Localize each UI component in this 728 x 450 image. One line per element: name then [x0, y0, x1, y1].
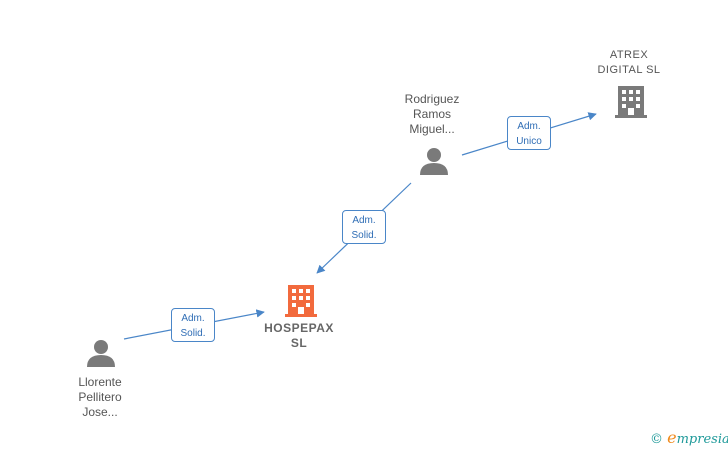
- building-icon[interactable]: [285, 285, 317, 317]
- node-label-line: Pellitero: [78, 390, 122, 404]
- person-icon[interactable]: [420, 148, 448, 175]
- node-label-line: HOSPEPAX: [264, 321, 334, 335]
- edge-label-adm-unico: Adm. Unico: [507, 116, 551, 150]
- edge-label-adm-solid: Adm. Solid.: [171, 308, 215, 342]
- edge-label-adm-solid: Adm. Solid.: [342, 210, 386, 244]
- brand-initial: e: [667, 428, 677, 447]
- node-label-rodriguez[interactable]: Rodriguez Ramos Miguel...: [405, 92, 460, 137]
- node-label-line: Miguel...: [409, 122, 455, 136]
- person-icon[interactable]: [87, 340, 115, 367]
- copyright-symbol: ©: [650, 432, 663, 447]
- edge-label-line: Unico: [516, 136, 542, 147]
- node-label-line: ATREX: [609, 49, 649, 61]
- edge-label-line: Solid.: [351, 230, 377, 241]
- node-label-atrex[interactable]: ATREX DIGITAL SL: [597, 48, 660, 78]
- edge-label-line: Adm.: [352, 215, 376, 226]
- node-label-llorente[interactable]: Llorente Pellitero Jose...: [78, 375, 121, 420]
- node-label-hospepax[interactable]: HOSPEPAX SL: [264, 321, 334, 351]
- empresia-logo: © empresia: [650, 428, 728, 447]
- edge-label-line: Adm.: [517, 121, 541, 132]
- node-label-line: Ramos: [412, 107, 452, 121]
- node-label-line: DIGITAL SL: [597, 64, 661, 76]
- building-icon[interactable]: [615, 86, 647, 118]
- node-label-line: Rodriguez: [404, 92, 460, 106]
- brand-name: mpresia: [676, 432, 728, 447]
- node-label-line: SL: [290, 336, 308, 350]
- edge-label-line: Solid.: [180, 328, 206, 339]
- node-label-line: Llorente: [78, 375, 122, 389]
- edge-label-line: Adm.: [181, 313, 205, 324]
- node-label-line: Jose...: [82, 405, 118, 419]
